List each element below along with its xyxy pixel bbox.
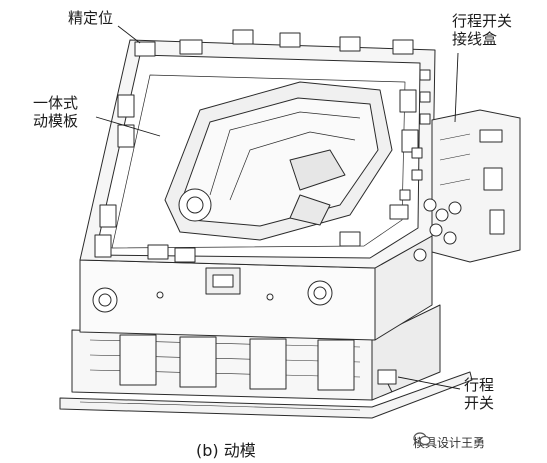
callout-precision-locator: 精定位 — [68, 9, 114, 27]
callout-limit-box-line1: 行程开关 — [452, 12, 513, 30]
leader-limit-box — [454, 52, 459, 123]
callout-integral-plate-line1: 一体式 — [33, 94, 79, 112]
cavity-insert — [164, 81, 393, 241]
wechat-icon — [413, 432, 431, 446]
watermark-text: 模具设计王勇 — [413, 435, 486, 450]
bolts — [92, 267, 333, 313]
water-fittings — [399, 69, 431, 201]
callout-limit-switch: 行程 开关 — [464, 376, 494, 412]
leader-integral-plate — [95, 116, 161, 137]
junction-box — [413, 109, 521, 263]
callout-limit-box-line2: 接线盒 — [452, 30, 498, 48]
base-plate — [59, 371, 473, 419]
callout-integral-plate: 一体式 动模板 — [33, 94, 78, 130]
corner-pads — [94, 29, 419, 263]
callout-integral-plate-line2: 动模板 — [33, 112, 79, 130]
callout-limit-box: 行程开关 接线盒 — [452, 12, 512, 48]
callout-limit-switch-line1: 行程 — [464, 376, 495, 394]
leader-precision-locator — [117, 25, 141, 44]
figure-caption: (b) 动模 — [196, 441, 256, 460]
limit-switch — [377, 369, 397, 393]
leader-limit-switch — [397, 376, 461, 390]
callout-limit-switch-line2: 开关 — [464, 394, 495, 412]
leader-lines — [95, 25, 461, 390]
watermark: 模具设计王勇 — [413, 432, 485, 452]
